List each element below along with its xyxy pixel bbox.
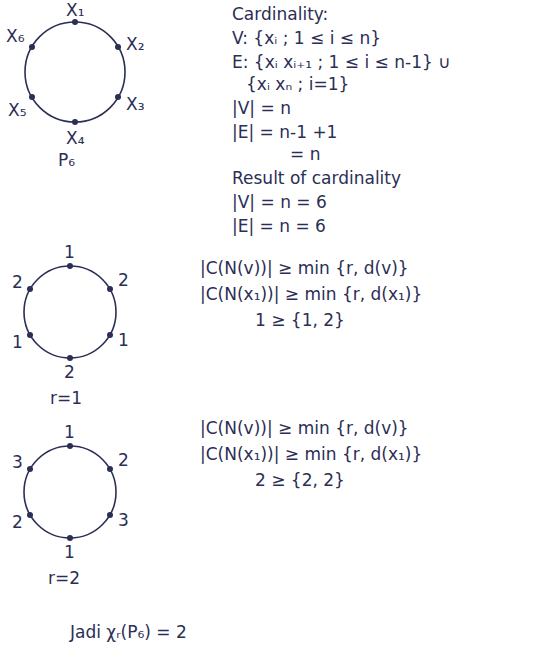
- color-number: 3: [118, 510, 129, 530]
- note-text: E: {xᵢ xᵢ₊₁ ; 1 ≤ i ≤ n-1} ∪: [232, 52, 451, 72]
- note-text: |C(N(x₁))| ≥ min {r, d(x₁)}: [200, 284, 422, 304]
- note-text: |E| = n = 6: [232, 216, 326, 236]
- vertex-label: X₆: [6, 26, 24, 46]
- cycle-r2: [24, 446, 116, 538]
- r-value: r=2: [48, 568, 80, 588]
- note-text: Result of cardinality: [232, 168, 401, 188]
- vertex-label: X₅: [8, 100, 26, 120]
- note-text: {xᵢ xₙ ; i=1}: [246, 74, 349, 94]
- color-number: 2: [118, 270, 129, 290]
- note-text: 2 ≥ {2, 2}: [255, 470, 345, 490]
- note-text: V: {xᵢ ; 1 ≤ i ≤ n}: [232, 28, 381, 48]
- note-text: 1 ≥ {1, 2}: [255, 310, 345, 330]
- vertex-label: X₄: [66, 128, 84, 148]
- note-text: = n: [290, 144, 320, 164]
- color-number: 2: [118, 450, 129, 470]
- color-number: 1: [64, 542, 75, 562]
- color-number: 1: [64, 422, 75, 442]
- note-text: |E| = n-1 +1: [232, 122, 337, 142]
- note-text: |C(N(x₁))| ≥ min {r, d(x₁)}: [200, 444, 422, 464]
- color-number: 1: [118, 330, 129, 350]
- vertex-label: X₃: [126, 94, 144, 114]
- cycle-p6: [25, 22, 125, 122]
- cycle-r1: [24, 266, 116, 358]
- color-number: 1: [64, 242, 75, 262]
- vertex-label: X₂: [126, 34, 144, 54]
- note-text: Jadi χᵣ(P₆) = 2: [70, 622, 187, 642]
- color-number: 2: [12, 272, 23, 292]
- note-text: |V| = n = 6: [232, 192, 327, 212]
- note-text: |C(N(v))| ≥ min {r, d(v)}: [200, 258, 409, 278]
- note-text: |C(N(v))| ≥ min {r, d(v)}: [200, 418, 409, 438]
- r-value: r=1: [50, 388, 82, 408]
- vertex-label: X₁: [66, 0, 84, 20]
- color-number: 3: [12, 452, 23, 472]
- color-number: 2: [64, 362, 75, 382]
- graph-name: P₆: [58, 150, 75, 170]
- color-number: 2: [12, 512, 23, 532]
- note-text: Cardinality:: [232, 4, 328, 24]
- note-text: |V| = n: [232, 98, 291, 118]
- color-number: 1: [12, 332, 23, 352]
